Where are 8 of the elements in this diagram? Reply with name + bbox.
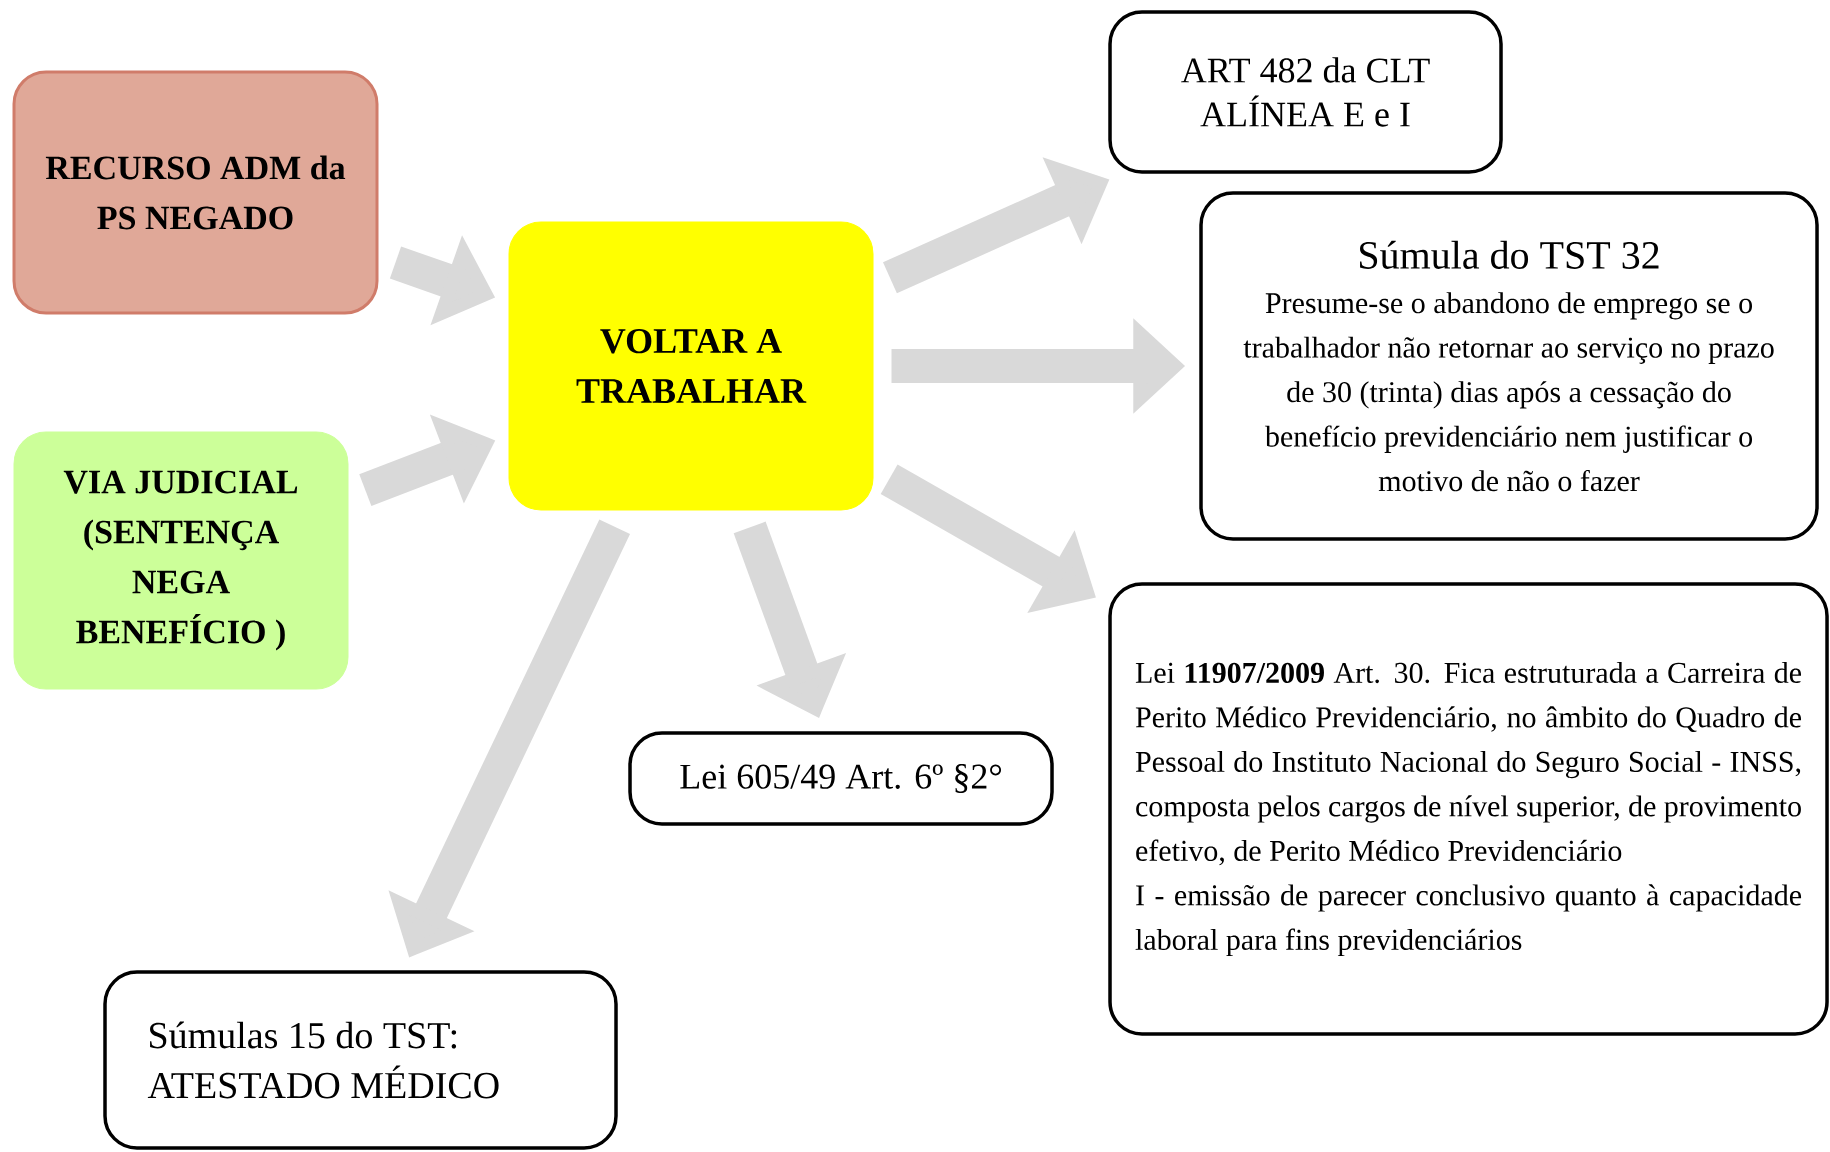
rounded-box: ART 482 da CLT ALÍNEA E e I <box>1108 10 1503 174</box>
rounded-box: Súmulas 15 do TST: ATESTADO MÉDICO <box>103 970 618 1150</box>
rounded-box: Súmula do TST 32 Presume-se o abandono de emprego se o trabalhador não retornar ao serviço no prazo de 30 (trinta) dias após a cessação do benefício previdenciário nem justificar o motivo de não o fazer <box>1199 191 1819 541</box>
rounded-box: RECURSO ADM da PS NEGADO <box>12 70 379 315</box>
rounded-box: Lei 605/49 Art. 6º §2° <box>628 731 1054 826</box>
rounded-box: VOLTAR A TRABALHAR <box>508 221 874 511</box>
rounded-box: Lei 11907/2009 Art. 30. Fica estruturada a Carreira de Perito Médico Previdenciário, no âmbito do Quadro de Pessoal do Instituto Nacional do Seguro Social - INSS, composta pelos cargos de nível superior, de provimento efetivo, de Perito Médico Previdenciário I - emissão de parecer conclusivo quanto à capacidade laboral para fins previdenciários <box>1108 582 1829 1036</box>
rounded-box: VIA JUDICIAL (SENTENÇA NEGA BENEFÍCIO ) <box>13 431 349 690</box>
